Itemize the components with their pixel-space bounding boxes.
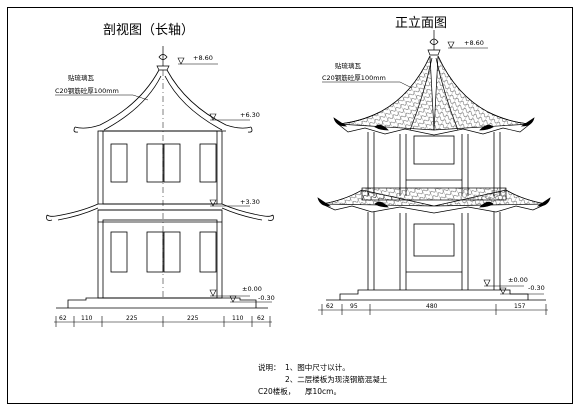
section-material-2: C20钢筋砼厚100mm	[55, 86, 119, 95]
front-finial	[427, 30, 441, 56]
section-elev-ground: ±0.00	[242, 285, 262, 293]
front-material-2: C20钢筋砼厚100mm	[322, 73, 386, 82]
section-dim-4: 225	[187, 315, 199, 322]
front-dim-2: 95	[350, 303, 358, 310]
notes-line-2: 2、二层楼板为现浇钢筋混凝土	[285, 374, 388, 384]
section-lower-roof	[46, 203, 274, 221]
section-material-1: 贴琉璃瓦	[68, 73, 95, 82]
section-elev-base: -0.30	[258, 294, 275, 302]
section-view: 剖视图（长轴）	[46, 23, 275, 327]
section-base	[56, 297, 268, 309]
drawing-frame	[7, 7, 573, 404]
front-elev-top: +8.60	[464, 39, 484, 47]
section-dim-2: 110	[81, 315, 93, 322]
front-title: 正立面图	[395, 16, 447, 31]
section-elev-eave-upper: +6.30	[240, 111, 260, 119]
front-elev-base: -0.30	[528, 284, 545, 292]
notes-block: 说明： 1、图中尺寸以计。 2、二层楼板为现浇钢筋混凝土 C20楼板， 厚10c…	[258, 362, 388, 396]
section-dim-6: 62	[257, 315, 265, 322]
front-upper-roof	[333, 55, 535, 136]
front-lower-roof	[317, 187, 551, 214]
front-base	[326, 289, 546, 301]
section-material-callout: 贴琉璃瓦 C20钢筋砼厚100mm	[55, 73, 149, 101]
section-elevation-markers	[177, 57, 272, 303]
front-dim-3: 480	[426, 303, 438, 310]
section-lower-storey	[97, 209, 223, 299]
front-material-callout: 贴琉璃瓦 C20钢筋砼厚100mm	[322, 61, 413, 89]
section-upper-storey	[97, 130, 223, 205]
section-dim-5: 110	[232, 315, 244, 322]
notes-line-3b: 厚10cm。	[305, 387, 341, 396]
front-upper-storey	[367, 132, 501, 196]
section-dimension-line	[54, 316, 272, 327]
section-elev-eave-lower: +3.30	[240, 198, 260, 206]
section-dim-3: 225	[126, 315, 138, 322]
front-dimension-line	[318, 304, 548, 315]
front-material-1: 贴琉璃瓦	[335, 61, 362, 70]
front-view: 正立面图	[317, 16, 551, 315]
notes-label: 说明：	[258, 362, 281, 372]
front-elevation-markers	[447, 41, 544, 295]
notes-line-1: 1、图中尺寸以计。	[285, 362, 350, 372]
section-finial	[156, 46, 170, 71]
front-dim-1: 62	[326, 303, 334, 310]
notes-line-3a: C20楼板，	[258, 386, 295, 396]
section-elev-top: +8.60	[193, 54, 213, 62]
front-elev-ground: ±0.00	[508, 276, 528, 284]
front-lower-storey	[367, 212, 501, 290]
section-dim-1: 62	[59, 315, 67, 322]
front-dim-4: 157	[514, 303, 526, 310]
section-title: 剖视图（长轴）	[103, 23, 194, 38]
